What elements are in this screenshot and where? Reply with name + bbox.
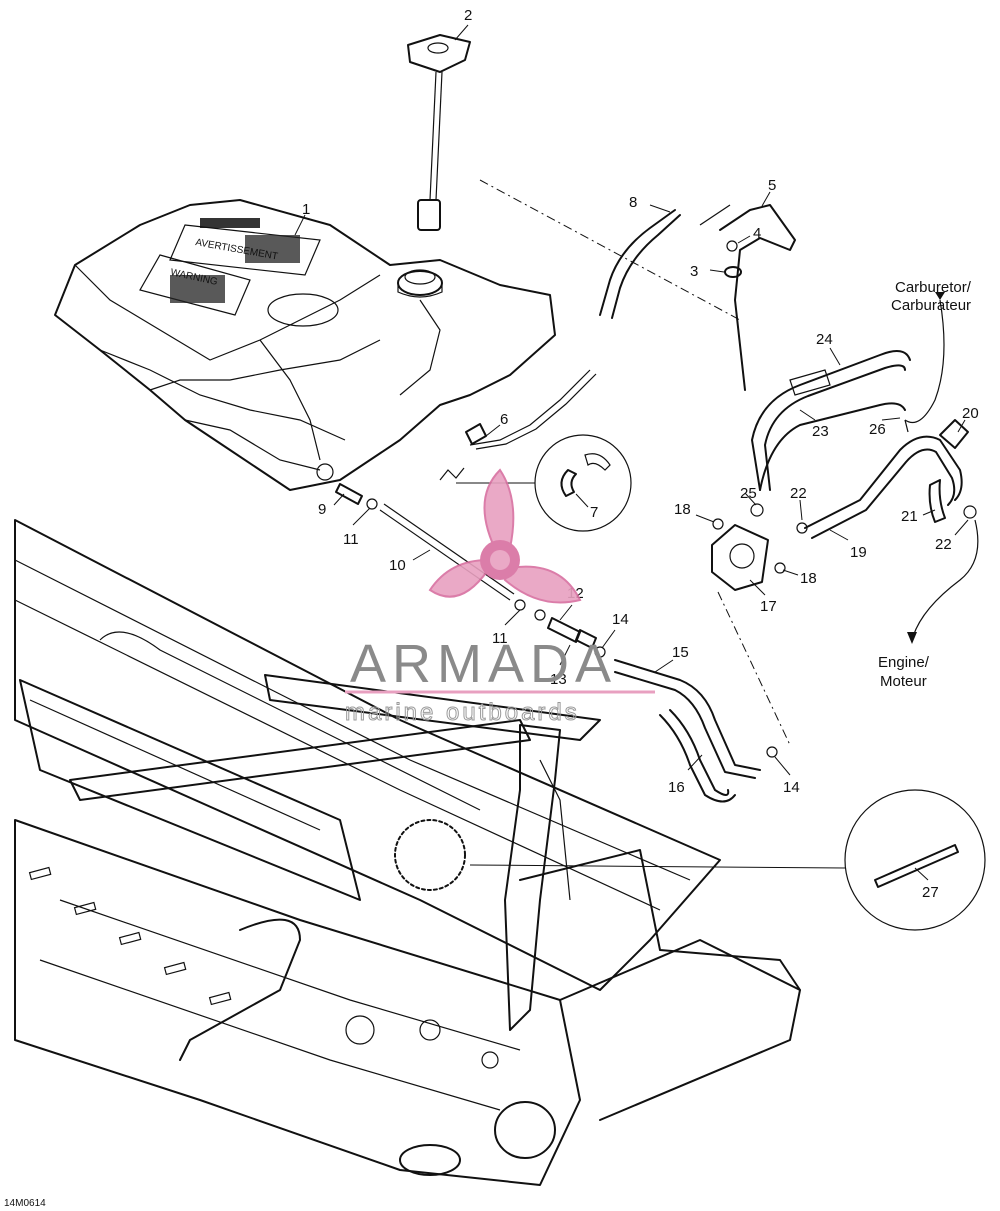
to-carburetor-line <box>904 299 945 424</box>
fuel-pump <box>711 518 786 591</box>
callouts: 1 2 3 4 5 6 7 8 9 10 11 11 12 13 14 14 1… <box>302 7 979 901</box>
callout-leaders <box>294 24 969 881</box>
watermark: ARMADA marine outboards <box>345 468 655 727</box>
callout-11b: 11 <box>492 630 508 647</box>
callout-2: 2 <box>464 7 472 24</box>
callout-16: 16 <box>668 779 685 796</box>
destination-labels: Carburetor/ Carburateur Engine/ Moteur <box>878 279 972 690</box>
clamp-22b <box>963 505 977 519</box>
clamp-26 <box>904 419 909 433</box>
callout-5: 5 <box>768 177 776 194</box>
callout-24: 24 <box>816 331 833 348</box>
fuel-line-19-outer <box>811 448 956 539</box>
callout-21: 21 <box>901 508 918 525</box>
hose-24 <box>751 350 911 491</box>
vent-line <box>699 204 796 391</box>
hose-15 <box>614 659 761 771</box>
clamp-14b <box>766 746 778 758</box>
callout-14b: 14 <box>783 779 800 796</box>
fuel-line-19 <box>804 435 963 529</box>
fuel-line-6-outer <box>475 373 597 450</box>
callout-13: 13 <box>550 671 567 688</box>
callout-6: 6 <box>500 411 508 428</box>
engine-label-line1: Engine/ <box>878 654 930 671</box>
callout-19: 19 <box>850 544 867 561</box>
callout-27: 27 <box>922 884 939 901</box>
callout-10: 10 <box>389 557 406 574</box>
callout-20: 20 <box>962 405 979 422</box>
arrow-carburetor <box>935 292 945 300</box>
callout-18b: 18 <box>800 570 817 587</box>
fuel-tank: AVERTISSEMENT WARNING <box>54 199 556 491</box>
callout-8: 8 <box>629 194 637 211</box>
hose-8-outer <box>611 214 681 319</box>
propeller-logo-icon <box>428 468 582 604</box>
detail-circle-27 <box>469 789 986 931</box>
clamp-22a <box>796 522 808 534</box>
drawing-reference-code: 14M0614 <box>4 1198 46 1209</box>
part-20 <box>939 419 969 449</box>
watermark-brand: ARMADA <box>350 634 617 694</box>
to-engine-line <box>911 519 979 641</box>
hose-15-outer <box>614 671 756 779</box>
engine-label-line2: Moteur <box>880 673 927 690</box>
callout-1: 1 <box>302 201 310 218</box>
callout-4: 4 <box>753 225 761 242</box>
callout-9: 9 <box>318 501 326 518</box>
hose-8 <box>599 209 676 316</box>
hose-16 <box>669 709 730 796</box>
carburetor-label-line2: Carburateur <box>891 297 971 314</box>
callout-17: 17 <box>760 598 777 615</box>
hose-24-spring <box>789 369 831 396</box>
hose-21 <box>928 479 946 523</box>
tank-outlet-fittings <box>335 483 606 658</box>
callout-26: 26 <box>869 421 886 438</box>
clamp-25 <box>750 503 764 517</box>
hose-24-outer <box>764 364 906 491</box>
callout-23: 23 <box>812 423 829 440</box>
fuel-line-6 <box>469 369 591 446</box>
detail-circle-clip <box>456 434 632 532</box>
hose-23 <box>759 402 906 491</box>
reference-line-a <box>479 179 741 321</box>
callout-22b: 22 <box>935 536 952 553</box>
spring-6 <box>439 467 465 481</box>
callout-3: 3 <box>690 263 698 280</box>
callout-15: 15 <box>672 644 689 661</box>
hose-16-outer <box>659 714 736 803</box>
callout-25: 25 <box>740 485 757 502</box>
callout-11a: 11 <box>343 531 359 548</box>
clip-6 <box>465 423 487 445</box>
callout-7: 7 <box>590 504 598 521</box>
fuel-cap <box>407 34 471 231</box>
arrow-engine <box>907 632 917 644</box>
callout-22a: 22 <box>790 485 807 502</box>
callout-18a: 18 <box>674 501 691 518</box>
chassis-frame <box>14 519 801 1186</box>
watermark-tagline: marine outboards <box>345 699 580 726</box>
carburetor-label-line1: Carburetor/ <box>895 279 972 296</box>
callout-14a: 14 <box>612 611 629 628</box>
reference-line-b <box>717 591 791 746</box>
